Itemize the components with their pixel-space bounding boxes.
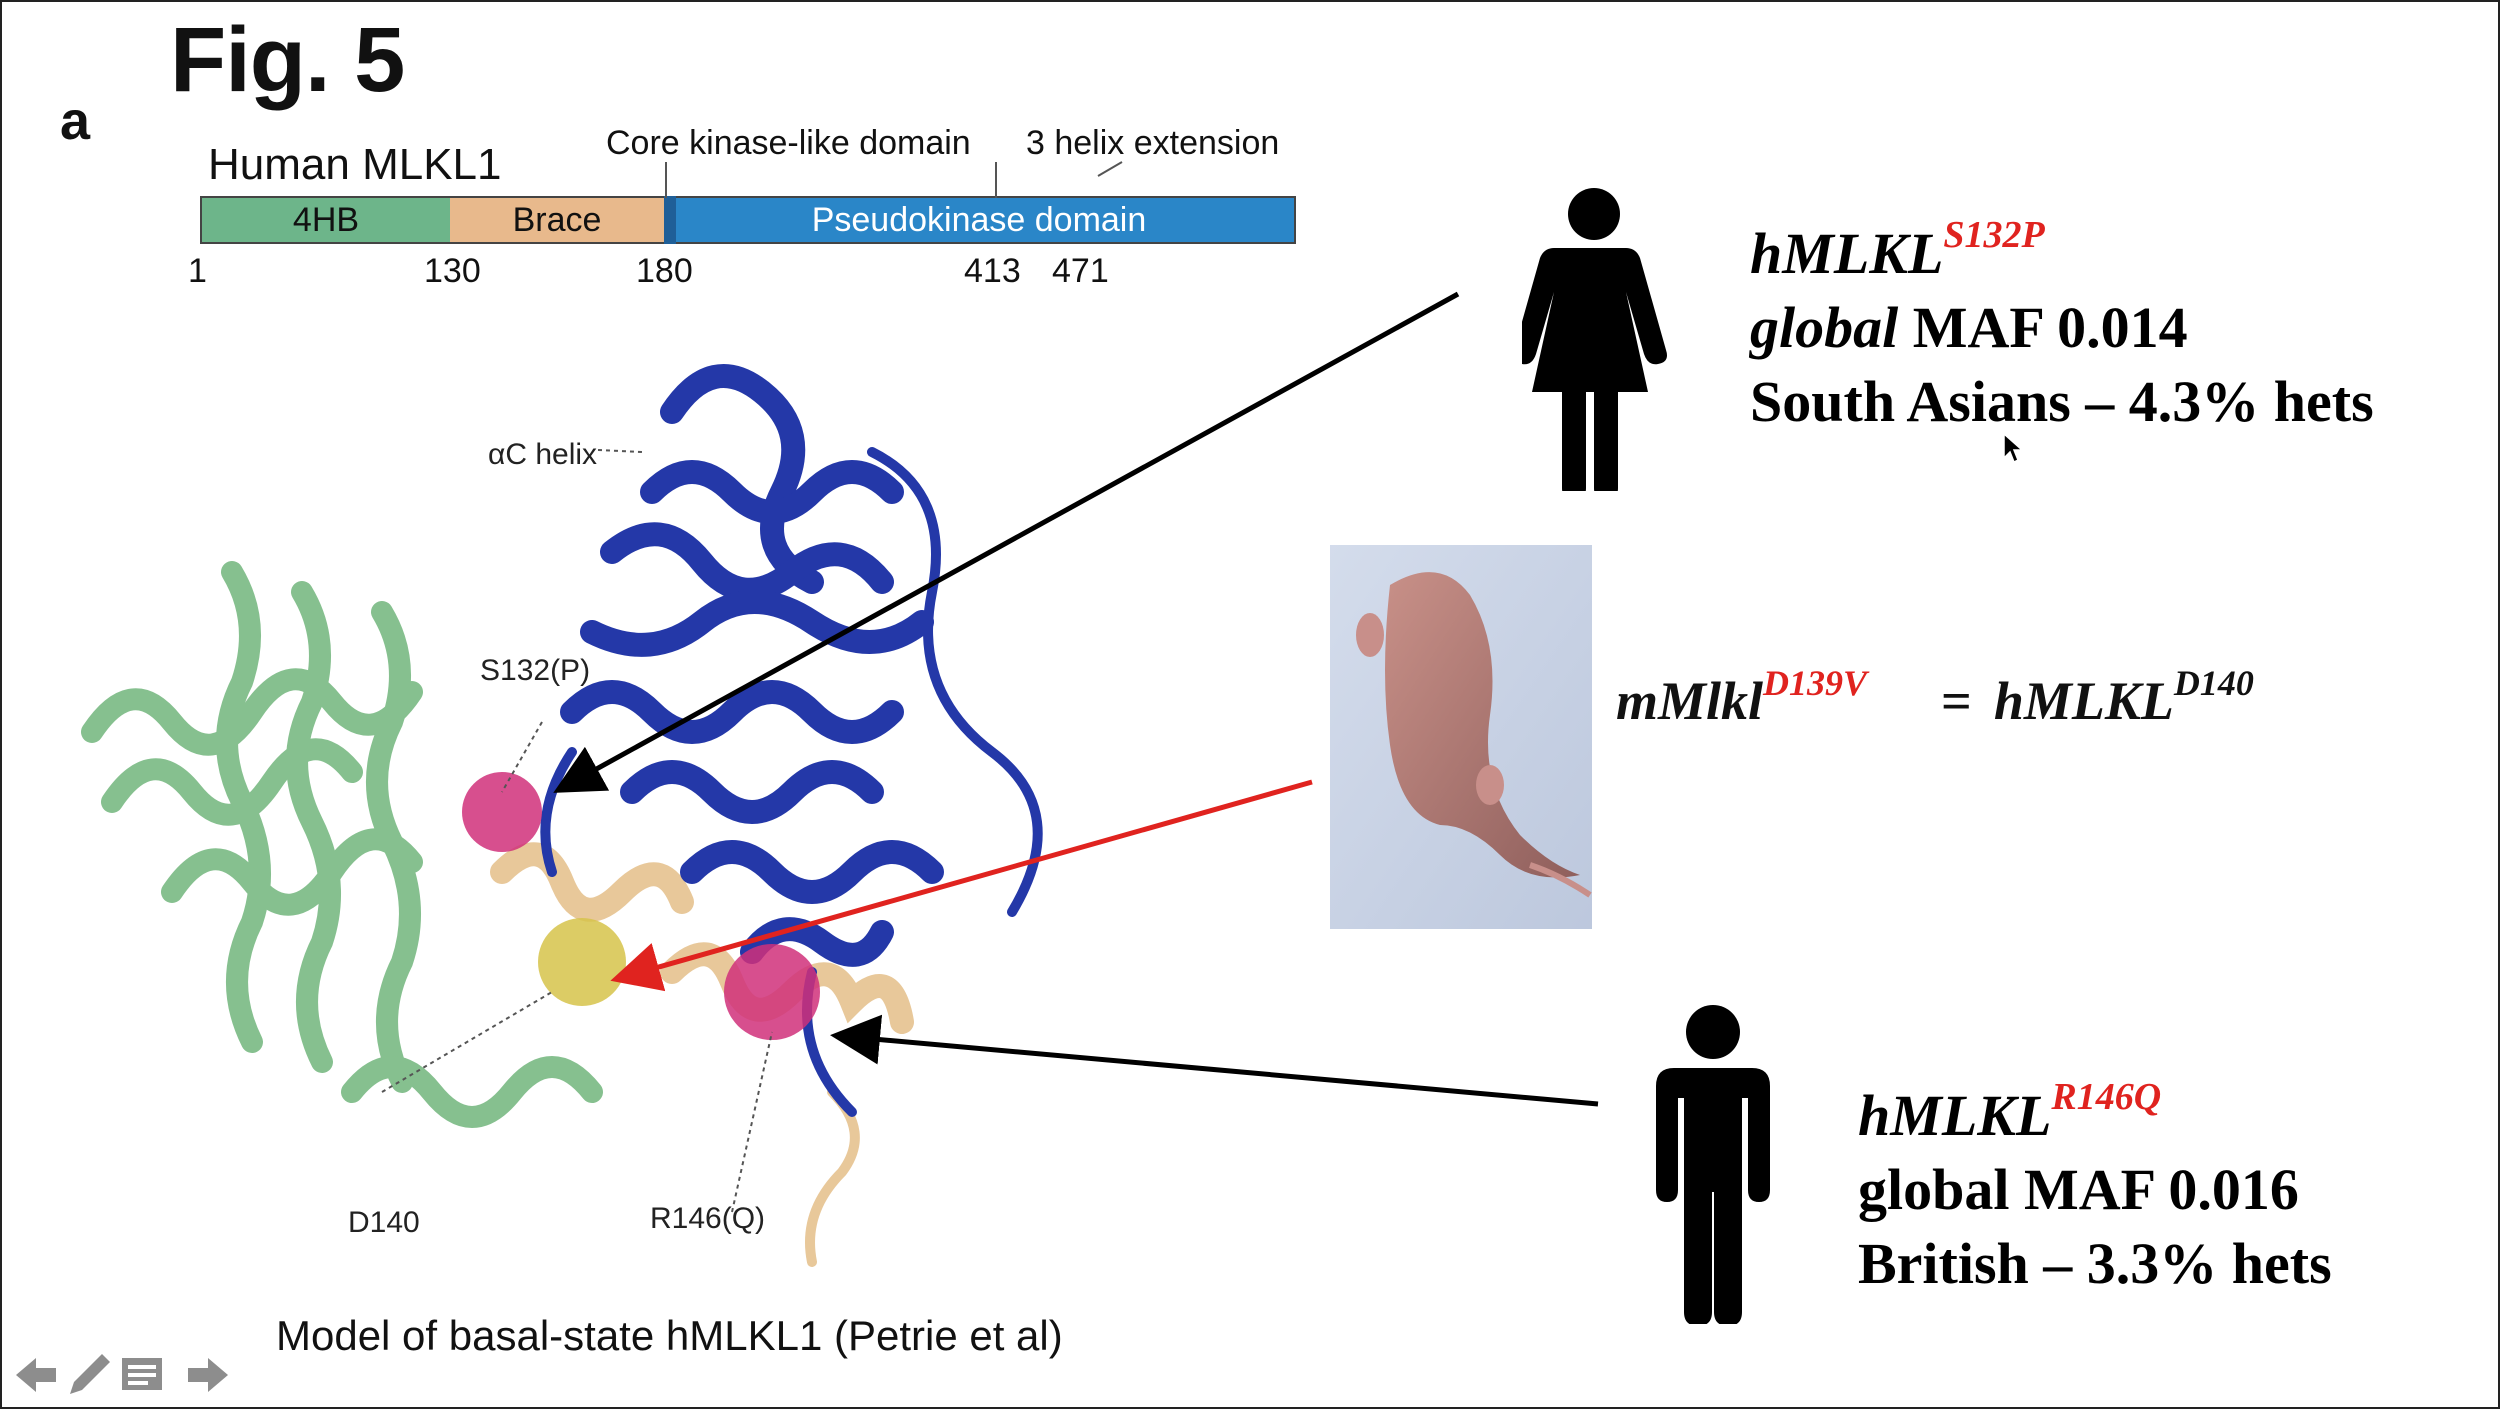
- female-maf-label: global: [1750, 295, 1899, 360]
- pen-icon[interactable]: [70, 1354, 110, 1394]
- domain-pseudokinase: Pseudokinase domain: [664, 196, 1296, 244]
- presentation-nav-bar: [12, 1350, 232, 1400]
- structure-caption: Model of basal-state hMLKL1 (Petrie et a…: [276, 1312, 1063, 1359]
- s132-site: [462, 772, 542, 852]
- equals-sign: =: [1941, 671, 1972, 731]
- domain-boundary-marker: [664, 196, 676, 244]
- label-r146: R146(Q): [650, 1202, 766, 1235]
- male-maf: global MAF 0.016: [1858, 1157, 2299, 1222]
- female-variant-text: hMLKLS132P global MAF 0.014 South Asians…: [1750, 198, 2374, 439]
- back-arrow-icon[interactable]: [16, 1358, 56, 1392]
- d140-site: [538, 918, 626, 1006]
- male-person-icon: [1656, 1005, 1770, 1324]
- tick-413: 413: [964, 252, 1021, 290]
- core-kinase-callout: Core kinase-like domain: [606, 124, 971, 162]
- tick-130: 130: [424, 252, 481, 290]
- helix-bundle-green: [81, 561, 603, 1128]
- leader-lines: [381, 449, 773, 1213]
- mouse-variant: D139V: [1763, 663, 1868, 703]
- mouse-human-equivalence: mMlklD139V = hMLKLD140: [1616, 662, 2254, 732]
- mouse-cursor-icon: [2003, 432, 2024, 464]
- helix-extension-callout: 3 helix extension: [1026, 124, 1280, 162]
- r146-site: [724, 944, 820, 1040]
- human-gene: hMLKL: [1993, 671, 2174, 731]
- female-population: South Asians – 4.3% hets: [1750, 369, 2374, 434]
- female-gene: hMLKL: [1750, 221, 1944, 286]
- domain-bar: 4HB Brace Pseudokinase domain: [200, 196, 1296, 244]
- female-person-icon: [1522, 188, 1667, 491]
- protein-name: Human MLKL1: [208, 140, 502, 189]
- label-d140: D140: [348, 1206, 420, 1239]
- male-variant-text: hMLKLR146Q global MAF 0.016 British – 3.…: [1858, 1060, 2332, 1301]
- label-alpha-c-helix: αC helix: [488, 438, 598, 471]
- tick-471: 471: [1052, 252, 1109, 290]
- mouse-pup-photo: [1330, 545, 1592, 929]
- tick-180: 180: [636, 252, 693, 290]
- domain-callout-lines: [665, 161, 1123, 198]
- male-gene: hMLKL: [1858, 1083, 2052, 1148]
- human-residue: D140: [2173, 663, 2254, 703]
- domain-brace: Brace: [450, 196, 664, 244]
- tick-1: 1: [188, 252, 207, 290]
- female-maf-value: MAF 0.014: [1898, 295, 2188, 360]
- mouse-gene: mMlkl: [1616, 671, 1764, 731]
- label-s132: S132(P): [480, 654, 591, 687]
- male-population: British – 3.3% hets: [1858, 1231, 2332, 1296]
- male-variant: R146Q: [2051, 1076, 2162, 1118]
- forward-arrow-icon[interactable]: [188, 1358, 228, 1392]
- notes-icon[interactable]: [122, 1358, 162, 1390]
- figure-title: Fig. 5: [170, 9, 405, 111]
- domain-4hb: 4HB: [200, 196, 450, 244]
- female-variant: S132P: [1943, 214, 2045, 256]
- protein-structure-model: [81, 364, 1043, 1267]
- panel-label: a: [60, 91, 91, 151]
